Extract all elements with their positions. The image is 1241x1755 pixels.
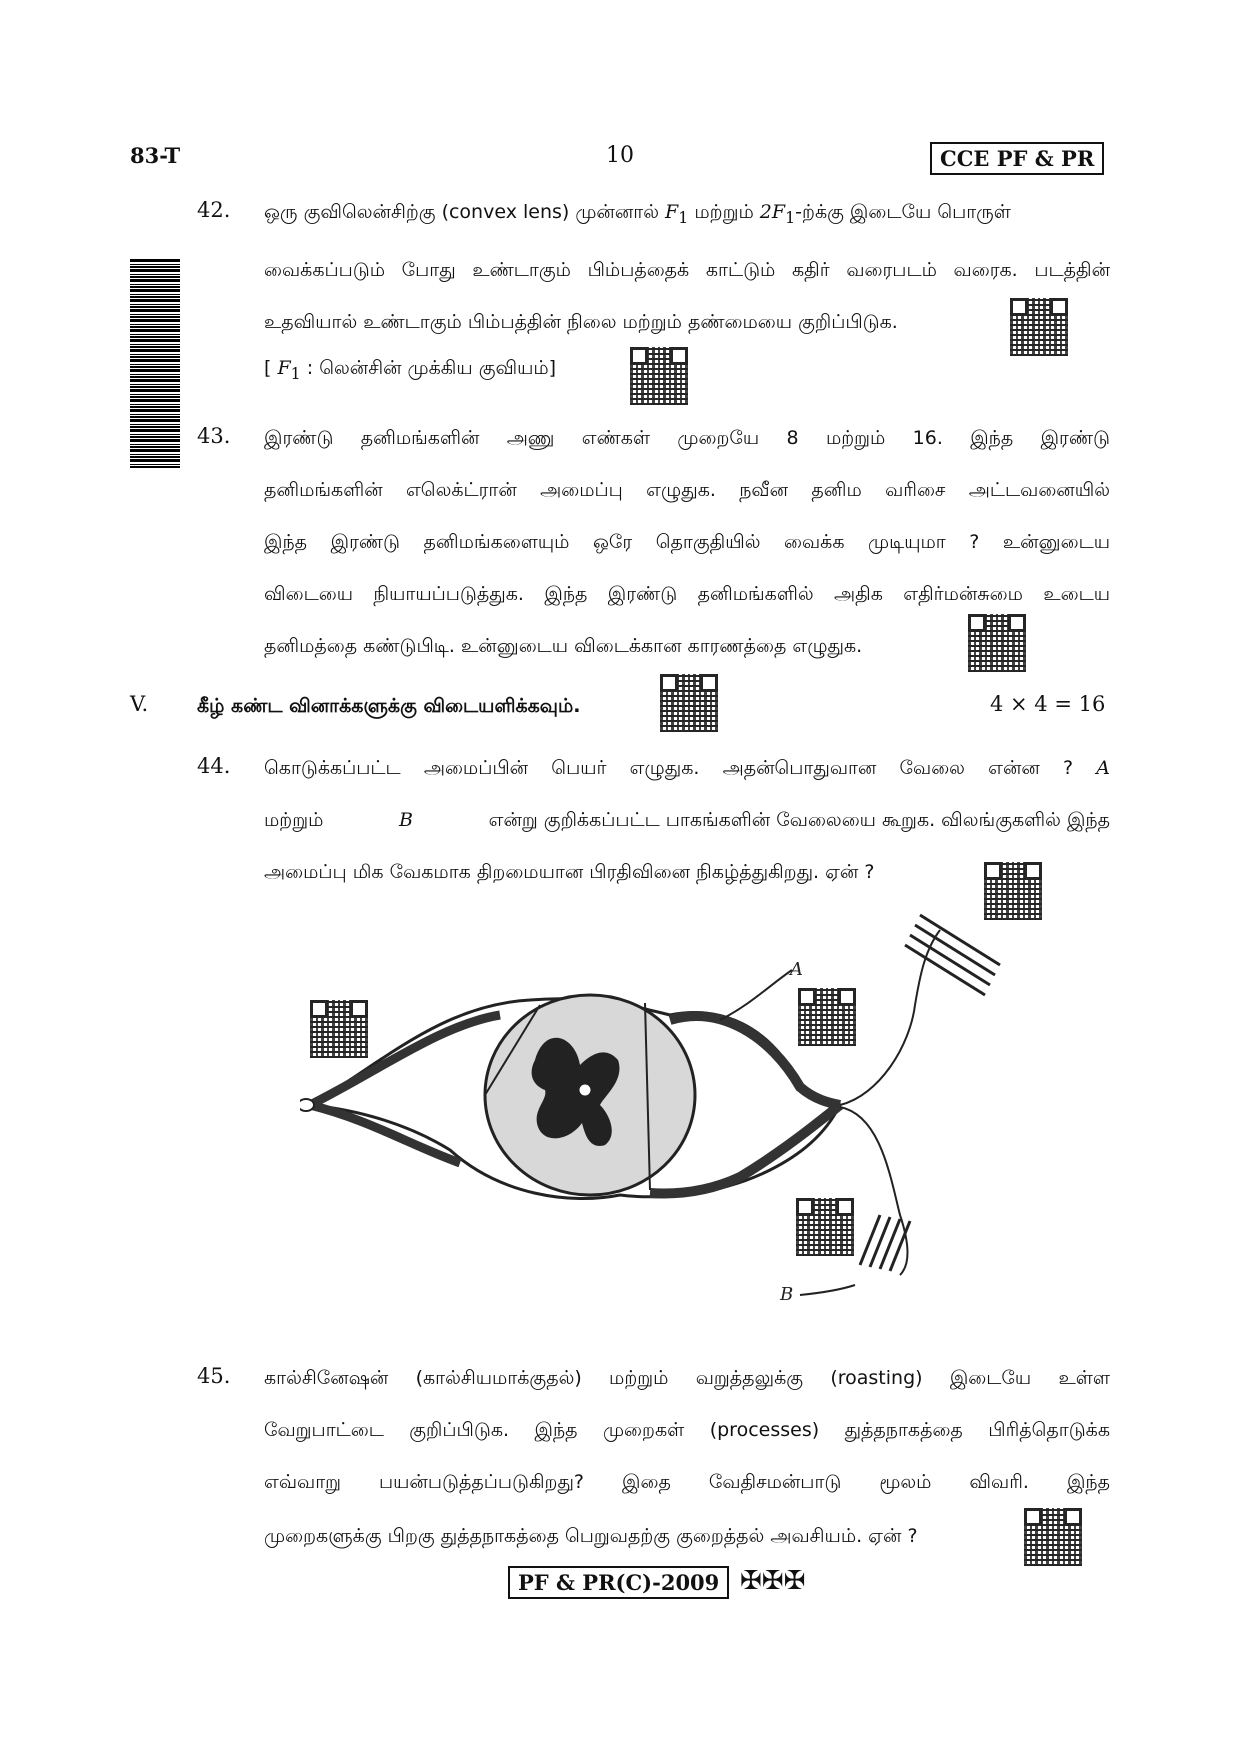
- footer-ornament: ✠✠✠: [740, 1566, 806, 1596]
- qr-code: [796, 1198, 854, 1256]
- page-code: 83-T: [130, 143, 181, 168]
- q43-line-1: இரண்டு தனிமங்களின் அணு எண்கள் முறையே 8 ம…: [264, 427, 1110, 449]
- qr-code: [1010, 298, 1068, 356]
- q43-line-2: தனிமங்களின் எலெக்ட்ரான் அமைப்பு எழுதுக. …: [264, 479, 1110, 501]
- q42-2f1: 2F: [759, 201, 786, 223]
- q42-line-3: உதவியால் உண்டாகும் பிம்பத்தின் நிலை மற்ற…: [264, 311, 898, 333]
- q42-line-2: வைக்கப்படும் போது உண்டாகும் பிம்பத்தைக் …: [264, 259, 1110, 281]
- q44-text-2b: என்று குறிக்கப்பட்ட பாகங்களின் வேலையை கூ…: [488, 809, 1110, 831]
- q42-note-bracket: [: [264, 357, 272, 379]
- q44-line-3: அமைப்பு மிக வேகமாக திறமையான பிரதிவினை நி…: [264, 861, 875, 883]
- qr-code: [630, 347, 688, 405]
- page-number: 10: [606, 143, 634, 168]
- qr-code: [798, 988, 856, 1046]
- q45-line-2: வேறுபாட்டை குறிப்பிடுக. இந்த முறைகள் (pr…: [264, 1419, 1110, 1441]
- q42-note: [ F1 : லென்சின் முக்கிய குவியம்]: [264, 356, 556, 386]
- q42-note-text: : லென்சின் முக்கிய குவியம்]: [306, 357, 557, 379]
- q44-text-2a: மற்றும்: [264, 809, 324, 831]
- q42-text-c: -ற்க்கு இடையே பொருள்: [795, 201, 1011, 223]
- footer-code-box: PF & PR(C)-2009: [508, 1566, 730, 1599]
- q42-note-sub: 1: [290, 363, 301, 383]
- section-instruction: கீழ் கண்ட வினாக்களுக்கு விடையளிக்கவும்.: [197, 695, 581, 717]
- q42-2f1-sub: 1: [785, 207, 796, 227]
- q42-f1-sub: 1: [678, 207, 689, 227]
- q44-var-b: B: [399, 809, 413, 831]
- question-number-45: 45.: [197, 1364, 231, 1388]
- q44-line-1: கொடுக்கப்பட்ட அமைப்பின் பெயர் எழுதுக. அத…: [264, 756, 1110, 780]
- qr-code: [660, 674, 718, 732]
- q44-var-a: A: [1096, 757, 1110, 779]
- q43-line-3: இந்த இரண்டு தனிமங்களையும் ஒரே தொகுதியில்…: [264, 531, 1110, 553]
- spinal-cord-diagram: A B: [300, 913, 1001, 1305]
- q42-line-1: ஒரு குவிலென்சிற்கு (convex lens) முன்னால…: [264, 200, 1011, 230]
- q44-line-2: மற்றும் B என்று குறிக்கப்பட்ட பாகங்களின்…: [264, 808, 1110, 832]
- section-marks: 4 × 4 = 16: [990, 692, 1106, 716]
- section-numeral: V.: [130, 692, 149, 716]
- label-b: B: [779, 1284, 793, 1305]
- q42-f1: F: [665, 201, 679, 223]
- receptor-endings-top: [904, 913, 1001, 997]
- qr-code: [968, 614, 1026, 672]
- receptor-endings-bottom: [858, 1214, 912, 1272]
- label-a: A: [788, 959, 803, 980]
- q42-note-f: F: [277, 357, 291, 379]
- question-number-43: 43.: [197, 424, 231, 448]
- question-number-42: 42.: [197, 198, 231, 222]
- q44-text-1: கொடுக்கப்பட்ட அமைப்பின் பெயர் எழுதுக. அத…: [264, 757, 1074, 779]
- q45-line-4: முறைகளுக்கு பிறகு துத்தநாகத்தை பெறுவதற்க…: [264, 1525, 918, 1547]
- question-number-44: 44.: [197, 754, 231, 778]
- subject-box: CCE PF & PR: [930, 142, 1105, 175]
- qr-code: [310, 1000, 368, 1058]
- q42-text-b: மற்றும்: [694, 201, 754, 223]
- q43-line-5: தனிமத்தை கண்டுபிடி. உன்னுடைய விடைக்கான க…: [264, 635, 863, 657]
- q43-line-4: விடையை நியாயப்படுத்துக. இந்த இரண்டு தனிம…: [264, 583, 1110, 605]
- barcode: [130, 258, 180, 468]
- qr-code: [984, 862, 1042, 920]
- qr-code: [1024, 1508, 1082, 1566]
- q45-line-1: கால்சினேஷன் (கால்சியமாக்குதல்) மற்றும் வ…: [264, 1367, 1110, 1389]
- q45-line-3: எவ்வாறு பயன்படுத்தப்படுகிறது? இதை வேதிசம…: [264, 1471, 1110, 1493]
- q42-text-a: ஒரு குவிலென்சிற்கு (convex lens) முன்னால…: [264, 201, 659, 223]
